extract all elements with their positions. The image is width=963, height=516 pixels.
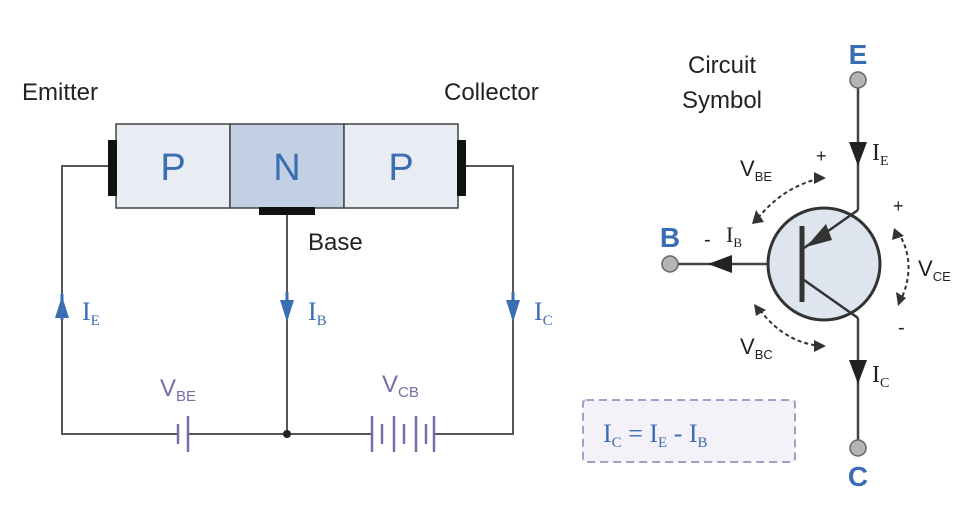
- vb-minus-sign: -: [704, 229, 711, 251]
- n-region-label: N: [273, 147, 300, 189]
- battery-icon: [176, 416, 190, 452]
- symbol-vbc-label: VBC: [740, 334, 773, 362]
- arrow-icon: [55, 294, 69, 320]
- circuit-symbol: Circuit Symbol E B C IE IB IC: [660, 39, 951, 492]
- p-region-right-label: P: [388, 147, 413, 189]
- terminal-e-label: E: [849, 39, 868, 70]
- arrow-icon: [506, 292, 520, 322]
- transistor-icon: [766, 206, 882, 322]
- n-region: [229, 123, 345, 209]
- vce-plus-sign: +: [893, 196, 904, 216]
- emitter-contact: [108, 140, 117, 196]
- pnp-block-diagram: Emitter Collector Base P N P: [22, 79, 553, 452]
- emitter-label: Emitter: [22, 79, 98, 106]
- arrow-icon: [708, 255, 732, 273]
- symbol-vbe-label: VBE: [740, 156, 772, 184]
- base-contact: [259, 207, 315, 215]
- arrow-icon: [849, 360, 867, 384]
- circuit-symbol-title-line1: Circuit: [688, 52, 756, 79]
- terminal-icon: [661, 255, 679, 273]
- ib-label: IB: [308, 297, 327, 329]
- terminal-icon: [849, 71, 867, 89]
- vce-arc: [892, 228, 910, 306]
- junction-dot: [283, 430, 291, 438]
- vce-minus-sign: -: [898, 317, 905, 339]
- p-region-left: [115, 123, 231, 209]
- ie-label: IE: [82, 297, 100, 329]
- p-region-right: [343, 123, 459, 209]
- circuit-symbol-title-line2: Symbol: [682, 87, 762, 114]
- vbe-arc: [752, 172, 826, 224]
- equation-box: [582, 399, 796, 463]
- ic-label: IC: [534, 297, 553, 329]
- collector-label: Collector: [444, 79, 539, 106]
- arrow-icon: [280, 292, 294, 322]
- symbol-vce-label: VCE: [918, 256, 951, 284]
- vbc-arc: [754, 304, 826, 352]
- base-label: Base: [308, 229, 363, 256]
- arrow-icon: [849, 142, 867, 166]
- vcb-label: VCB: [382, 371, 419, 401]
- terminal-c-label: C: [848, 461, 868, 492]
- symbol-ie-label: IE: [872, 140, 889, 169]
- current-equation: IC = IE - IB: [582, 399, 796, 463]
- terminal-icon: [849, 439, 867, 457]
- equation-text: IC = IE - IB: [603, 419, 708, 451]
- vbe-label: VBE: [160, 375, 196, 405]
- p-region-left-label: P: [160, 147, 185, 189]
- collector-contact: [457, 140, 466, 196]
- vbe-plus-sign: +: [816, 146, 827, 166]
- terminal-b-label: B: [660, 222, 680, 253]
- symbol-ic-label: IC: [872, 362, 889, 391]
- battery-icon: [370, 416, 436, 452]
- symbol-ib-label: IB: [726, 222, 742, 250]
